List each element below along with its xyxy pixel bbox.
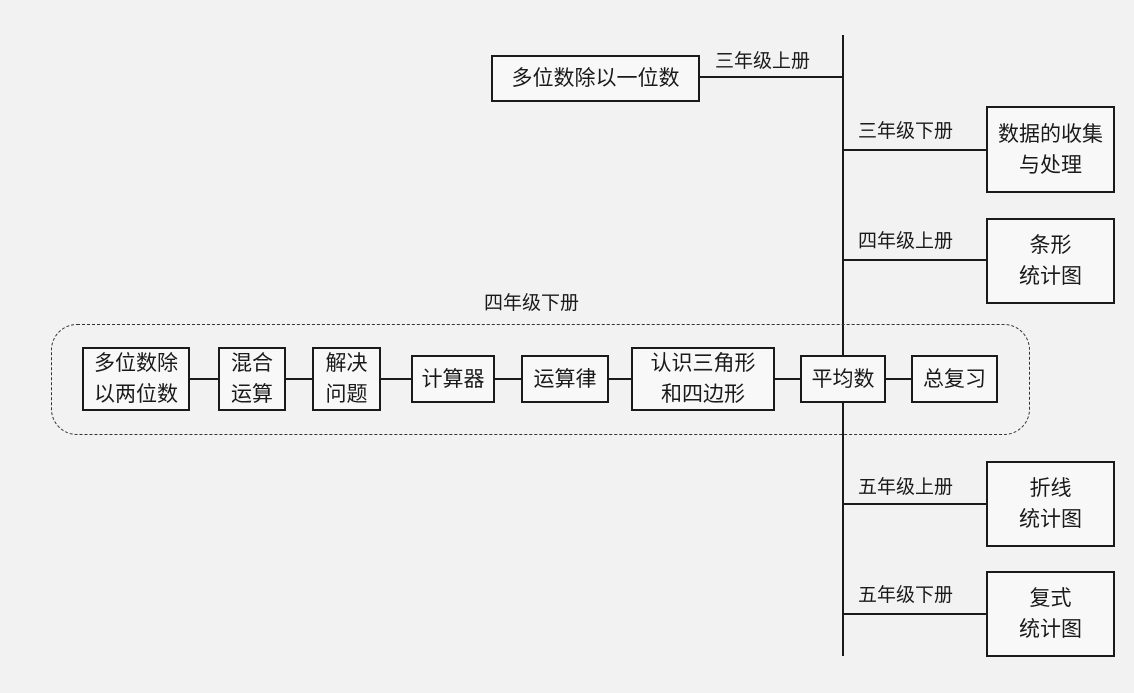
chain-unit-8-text: 总复习 xyxy=(923,366,986,391)
unit-box-right-4: 复式 统计图 xyxy=(986,571,1115,657)
unit-box-right-2: 条形 统计图 xyxy=(986,218,1115,304)
unit-box-right-1: 数据的收集 与处理 xyxy=(986,106,1115,193)
chain-unit-7: 平均数 xyxy=(800,355,886,403)
unit-box-right-1-text: 数据的收集 与处理 xyxy=(998,121,1103,177)
chain-unit-2-text: 混合 运算 xyxy=(231,351,273,406)
unit-box-right-3: 折线 统计图 xyxy=(986,461,1115,547)
chain-unit-3-text: 解决 问题 xyxy=(325,351,368,406)
unit-box-right-4-text: 复式 统计图 xyxy=(1019,586,1082,641)
unit-box-top: 多位数除以一位数 xyxy=(491,55,700,102)
group-title: 四年级下册 xyxy=(484,292,580,314)
chain-unit-5-text: 运算律 xyxy=(533,366,597,391)
chain-unit-6: 认识三角形 和四边形 xyxy=(631,347,775,411)
grade-4-second-term-group xyxy=(51,324,1030,435)
grade-label-right-3: 五年级上册 xyxy=(858,476,954,498)
grade-label-right-2: 四年级上册 xyxy=(858,230,954,252)
chain-unit-1-text: 多位数除 以两位数 xyxy=(94,351,178,406)
grade-label-right-1: 三年级下册 xyxy=(858,120,954,142)
chain-unit-4-text: 计算器 xyxy=(421,366,485,391)
chain-unit-7-text: 平均数 xyxy=(811,366,875,391)
chain-unit-3: 解决 问题 xyxy=(312,347,381,411)
grade-label-top: 三年级上册 xyxy=(715,50,811,72)
chain-unit-5: 运算律 xyxy=(521,355,609,403)
chain-unit-2: 混合 运算 xyxy=(218,347,286,411)
unit-box-right-3-text: 折线 统计图 xyxy=(1019,476,1082,531)
chain-unit-8: 总复习 xyxy=(911,355,998,403)
unit-box-right-2-text: 条形 统计图 xyxy=(1019,233,1082,288)
chain-unit-1: 多位数除 以两位数 xyxy=(82,347,190,411)
chain-unit-4: 计算器 xyxy=(411,355,495,403)
unit-box-top-text: 多位数除以一位数 xyxy=(511,66,680,90)
grade-label-right-4: 五年级下册 xyxy=(858,584,954,606)
chain-unit-6-text: 认识三角形 和四边形 xyxy=(650,351,756,406)
